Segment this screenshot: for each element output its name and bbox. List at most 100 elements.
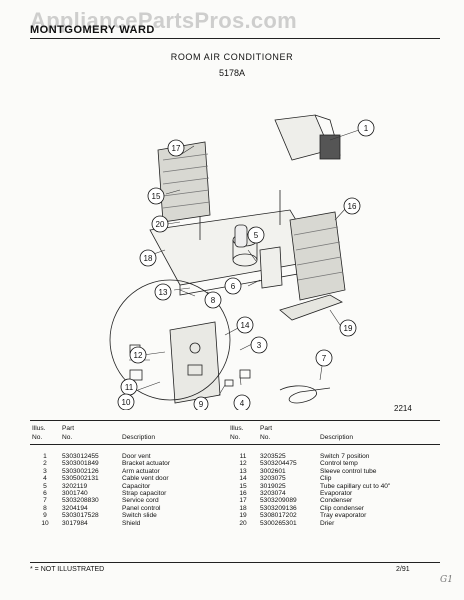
model-number: 5178A bbox=[218, 68, 246, 78]
illus-no-cell: 2 bbox=[43, 460, 47, 468]
table-row: 4 5305002131 Cable vent door 14 3203075 Clip bbox=[30, 475, 440, 482]
description-cell: Control temp bbox=[320, 460, 358, 468]
part-no-cell: 3019025 bbox=[260, 482, 286, 490]
part-no-cell: 3204194 bbox=[62, 504, 88, 512]
callout-10: 10 bbox=[117, 393, 135, 410]
exploded-parts-diagram: 1 16 17 15 20 18 5 6 13 8 14 3 19 12 7 1… bbox=[109, 114, 375, 410]
description-cell: Door vent bbox=[122, 453, 151, 460]
part-no-cell: 3203074 bbox=[260, 490, 286, 498]
capacitor bbox=[234, 224, 248, 248]
part-no-cell: 5305002131 bbox=[62, 475, 99, 483]
illus-no-cell: 20 bbox=[239, 519, 247, 527]
callout-4: 4 bbox=[233, 394, 251, 410]
detail-circle bbox=[109, 279, 231, 401]
part-no-cell: 3203075 bbox=[260, 475, 286, 483]
description-cell: Tray evaporator bbox=[320, 512, 367, 520]
handwritten-mark: G1 bbox=[440, 575, 453, 585]
evaporator-tray bbox=[279, 294, 343, 321]
callout-label: 11 bbox=[125, 383, 134, 392]
part-no-cell: 5303017528 bbox=[62, 512, 99, 520]
col-illus-no-2: Illus. No. bbox=[230, 425, 244, 441]
illus-no-cell: 19 bbox=[239, 512, 247, 520]
callout-14: 14 bbox=[236, 316, 254, 334]
illus-no-cell: 9 bbox=[43, 512, 47, 520]
callout-label: 18 bbox=[144, 254, 153, 263]
description-cell: Capacitor bbox=[122, 482, 151, 490]
part-no-cell: 5303001849 bbox=[62, 460, 99, 468]
callout-15: 15 bbox=[147, 187, 165, 205]
illus-no-cell: 4 bbox=[43, 475, 47, 483]
callout-label: 8 bbox=[211, 296, 216, 305]
callout-3: 3 bbox=[250, 336, 268, 354]
part-no-cell: 5303209136 bbox=[260, 504, 297, 512]
callout-label: 12 bbox=[134, 351, 143, 360]
table-top-rule bbox=[30, 420, 440, 421]
description-cell: Clip bbox=[320, 475, 332, 483]
callout-19: 19 bbox=[339, 319, 357, 337]
part-no-cell: 5303204475 bbox=[260, 460, 297, 468]
col-part-no-2: Part No. bbox=[260, 425, 273, 441]
part-no-cell: 5303209089 bbox=[260, 497, 297, 505]
service-cord bbox=[279, 385, 331, 404]
part-no-cell: 5303002126 bbox=[62, 467, 99, 475]
control-panel bbox=[169, 321, 221, 404]
col-part-no: Part No. bbox=[62, 425, 75, 441]
callout-label: 14 bbox=[241, 321, 250, 330]
document-title: ROOM AIR CONDITIONER bbox=[170, 52, 294, 62]
callout-7: 7 bbox=[315, 349, 333, 367]
illus-no-cell: 7 bbox=[43, 497, 47, 505]
callout-1: 1 bbox=[357, 119, 375, 137]
callout-16: 16 bbox=[343, 197, 361, 215]
part-no-cell: 5303208830 bbox=[62, 497, 99, 505]
illus-no-cell: 15 bbox=[239, 482, 247, 490]
parts-table-body: 1 5303012455 Door vent 11 3203525 Switch 7 po… bbox=[30, 453, 440, 527]
description-cell: Switch 7 position bbox=[320, 453, 370, 460]
footer-rule bbox=[30, 562, 440, 563]
callout-5: 5 bbox=[247, 226, 265, 244]
illus-no-cell: 6 bbox=[43, 490, 47, 498]
description-cell: Condenser bbox=[320, 497, 353, 505]
table-row: 1 5303012455 Door vent 11 3203525 Switch 7 po… bbox=[30, 453, 440, 460]
callout-18: 18 bbox=[139, 249, 157, 267]
callout-label: 1 bbox=[364, 124, 369, 133]
callout-8: 8 bbox=[204, 291, 222, 309]
part-no-cell: 3001740 bbox=[62, 490, 88, 498]
description-cell: Cable vent door bbox=[122, 475, 169, 483]
callout-label: 5 bbox=[254, 231, 259, 240]
callout-label: 19 bbox=[344, 324, 353, 333]
illus-no-cell: 3 bbox=[43, 467, 47, 475]
illus-no-cell: 16 bbox=[239, 490, 247, 498]
evaporator-coil bbox=[289, 211, 346, 301]
illus-no-cell: 14 bbox=[239, 475, 247, 483]
vent-grille bbox=[319, 134, 341, 160]
callout-label: 16 bbox=[348, 202, 357, 211]
callout-9: 9 bbox=[193, 396, 209, 410]
part-no-cell: 5303012455 bbox=[62, 453, 99, 460]
callout-label: 13 bbox=[159, 288, 168, 297]
parts-table: Illus. No. Part No. Description Illus. N… bbox=[30, 424, 440, 527]
description-cell: Switch slide bbox=[122, 512, 157, 520]
description-cell: Panel control bbox=[122, 504, 161, 512]
description-cell: Clip condenser bbox=[320, 504, 364, 512]
part-no-cell: 3017984 bbox=[62, 519, 88, 527]
strap-capacitor bbox=[259, 246, 283, 289]
description-cell: Strap capacitor bbox=[122, 490, 167, 498]
callout-12: 12 bbox=[129, 346, 147, 364]
description-cell: Tube capillary cut to 40" bbox=[320, 482, 391, 490]
illus-no-cell: 1 bbox=[43, 453, 47, 460]
col-description-2: Description bbox=[320, 434, 353, 441]
illus-no-cell: 11 bbox=[239, 453, 247, 460]
header-rule bbox=[30, 38, 440, 39]
callout-13: 13 bbox=[154, 283, 172, 301]
part-no-cell: 5308017202 bbox=[260, 512, 297, 520]
part-no-cell: 3203525 bbox=[260, 453, 286, 460]
col-description: Description bbox=[122, 434, 155, 441]
callout-11: 11 bbox=[120, 378, 138, 396]
